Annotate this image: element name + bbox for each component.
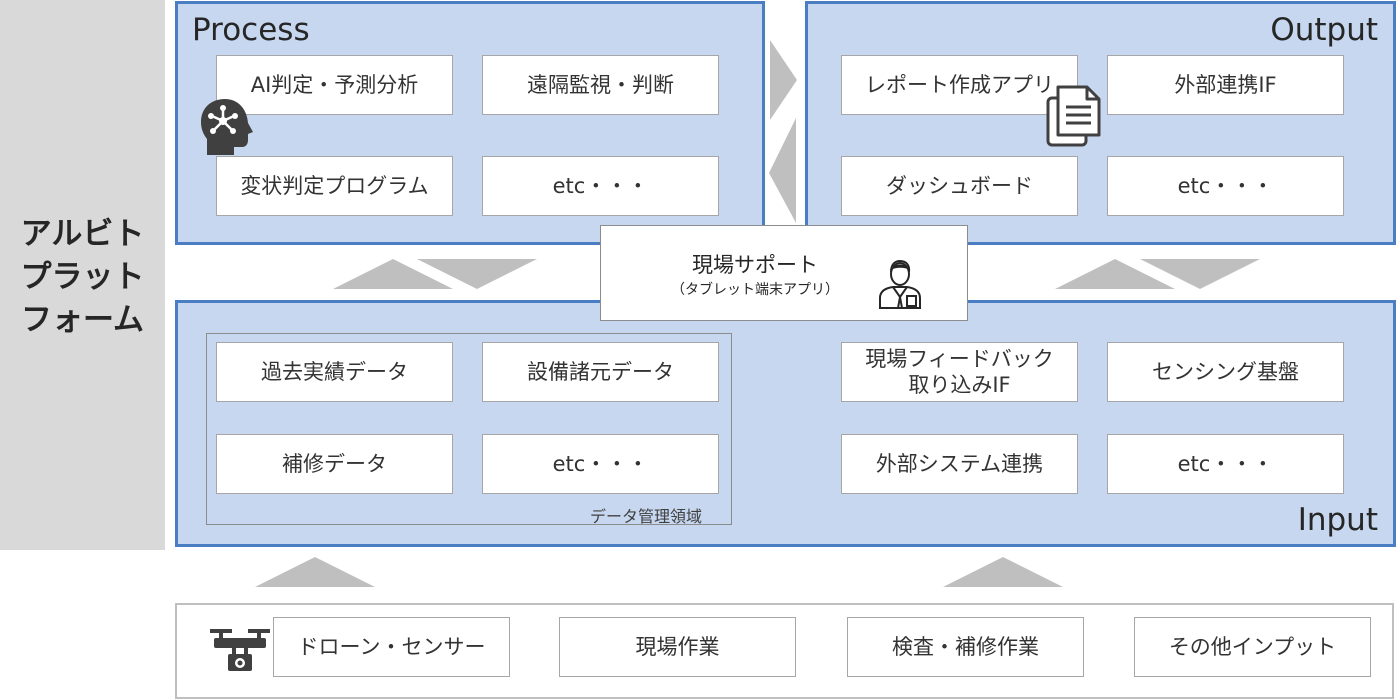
platform-label: アルビト プラット フォーム bbox=[0, 212, 165, 342]
arrow-down-process-to-input bbox=[417, 259, 537, 289]
box-label: 設備諸元データ bbox=[527, 359, 674, 384]
arrow-up-input-to-output bbox=[1055, 259, 1175, 289]
data-item-etc: etc・・・ bbox=[482, 434, 719, 494]
source-inspection-repair: 検査・補修作業 bbox=[847, 617, 1084, 677]
process-item-ai-analysis: AI判定・予測分析 bbox=[216, 55, 453, 115]
box-label: etc・・・ bbox=[1177, 451, 1274, 476]
input-item-sensing-platform: センシング基盤 bbox=[1107, 342, 1344, 402]
box-label: ドローン・センサー bbox=[297, 634, 486, 659]
input-title: Input bbox=[1297, 502, 1378, 538]
arrow-output-to-process bbox=[769, 118, 796, 223]
box-label: レポート作成アプリ bbox=[865, 72, 1054, 97]
arrow-process-to-output bbox=[770, 40, 797, 120]
box-label: 外部連携IF bbox=[1174, 72, 1277, 97]
input-item-field-feedback-line-1: 現場フィードバック bbox=[865, 346, 1054, 371]
box-label: 遠隔監視・判断 bbox=[527, 72, 674, 97]
source-other-input: その他インプット bbox=[1134, 617, 1371, 677]
process-item-etc: etc・・・ bbox=[482, 156, 719, 216]
platform-band bbox=[0, 0, 165, 550]
input-item-external-system: 外部システム連携 bbox=[841, 434, 1078, 494]
arrow-up-sources-right bbox=[943, 557, 1063, 587]
arrow-up-input-to-process bbox=[333, 259, 453, 289]
data-management-zone-label: データ管理領域 bbox=[590, 507, 703, 526]
process-item-deformation-program: 変状判定プログラム bbox=[216, 156, 453, 216]
box-label: センシング基盤 bbox=[1152, 359, 1299, 384]
process-item-remote-monitoring: 遠隔監視・判断 bbox=[482, 55, 719, 115]
box-label: 変状判定プログラム bbox=[240, 173, 429, 198]
support-person-icon bbox=[879, 259, 921, 309]
box-label: etc・・・ bbox=[552, 451, 649, 476]
input-item-etc: etc・・・ bbox=[1107, 434, 1344, 494]
output-item-dashboard: ダッシュボード bbox=[841, 156, 1078, 216]
box-label: 過去実績データ bbox=[261, 359, 408, 384]
document-icon bbox=[1046, 85, 1101, 147]
input-panel bbox=[175, 300, 1396, 547]
field-support-subtitle: （タブレット端末アプリ） bbox=[671, 282, 839, 298]
output-item-external-if: 外部連携IF bbox=[1107, 55, 1344, 115]
box-label: etc・・・ bbox=[552, 173, 649, 198]
box-label: etc・・・ bbox=[1177, 173, 1274, 198]
box-label: 検査・補修作業 bbox=[892, 634, 1039, 659]
field-support-title: 現場サポート bbox=[692, 253, 818, 277]
box-label: 外部システム連携 bbox=[875, 451, 1044, 476]
field-support-box bbox=[600, 225, 968, 321]
output-item-etc: etc・・・ bbox=[1107, 156, 1344, 216]
box-label: 補修データ bbox=[282, 451, 387, 476]
data-management-zone bbox=[206, 333, 732, 525]
platform-label-line-3: フォーム bbox=[20, 301, 145, 338]
input-item-field-feedback-line-2: 取り込みIF bbox=[908, 373, 1011, 397]
arrow-up-sources-left bbox=[255, 557, 375, 587]
box-label: 現場作業 bbox=[635, 634, 720, 659]
platform-label-line-1: アルビト bbox=[20, 215, 145, 252]
arrow-down-output-to-input bbox=[1140, 259, 1260, 289]
process-title: Process bbox=[192, 12, 310, 48]
platform-label-line-2: プラット bbox=[20, 258, 145, 295]
source-field-work: 現場作業 bbox=[559, 617, 796, 677]
box-label: AI判定・予測分析 bbox=[250, 72, 419, 97]
output-title: Output bbox=[1270, 12, 1378, 48]
drone-icon bbox=[210, 629, 270, 671]
source-drone-sensor: ドローン・センサー bbox=[273, 617, 510, 677]
data-item-equipment-specs: 設備諸元データ bbox=[482, 342, 719, 402]
data-item-repair-data: 補修データ bbox=[216, 434, 453, 494]
output-item-report-app: レポート作成アプリ bbox=[841, 55, 1078, 115]
box-label: その他インプット bbox=[1168, 634, 1337, 659]
ai-head-icon bbox=[201, 99, 253, 155]
box-label: ダッシュボード bbox=[886, 173, 1033, 198]
input-item-field-feedback-if: 現場フィードバック 取り込みIF bbox=[841, 342, 1078, 402]
data-item-past-records: 過去実績データ bbox=[216, 342, 453, 402]
